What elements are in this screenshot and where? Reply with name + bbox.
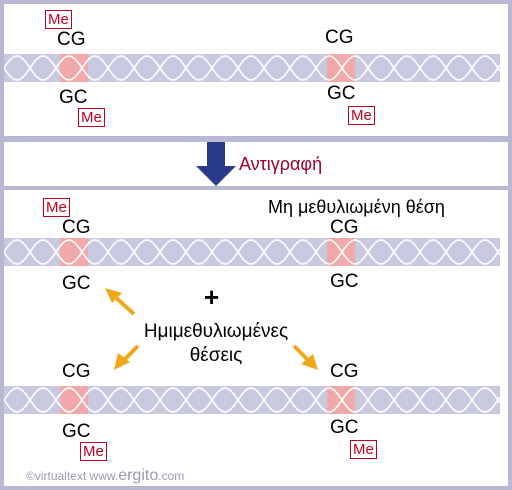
cg-label: CG	[325, 27, 354, 48]
methyl-tag: Me	[78, 108, 105, 127]
unmethylated-site-label: Μη μεθυλιωμένη θέση	[268, 197, 445, 217]
gc-label: GC	[327, 83, 356, 104]
replication-label: Αντιγραφή	[239, 154, 323, 174]
strand-a	[4, 55, 501, 81]
pointer-arrow-icon	[292, 344, 318, 370]
hemimethylated-sites-label: Ημιμεθυλιωμένες θέσεις	[116, 320, 316, 368]
methyl-tag: Me	[80, 442, 107, 461]
strand-a	[4, 239, 501, 265]
copyright-credit: ©virtualtext www.ergito.com	[26, 468, 184, 484]
methyl-tag: Me	[45, 10, 72, 29]
replication-strip: Αντιγραφή	[4, 142, 508, 186]
pointer-arrow-icon	[105, 288, 136, 316]
methyl-tag: Me	[43, 198, 70, 217]
strand-b	[4, 239, 501, 265]
hemimethylated-line1: Ημιμεθυλιωμένες	[143, 321, 289, 342]
cg-label: CG	[62, 217, 91, 238]
credit-brand: ergito	[118, 467, 159, 484]
cg-label: CG	[57, 29, 86, 50]
gc-label: GC	[330, 417, 359, 438]
parental-helix	[4, 54, 501, 82]
hemimethylated-line2: θέσεις	[189, 345, 243, 366]
strand-b	[4, 387, 501, 413]
plus-sign: +	[204, 282, 220, 312]
methyl-tag: Me	[350, 440, 377, 459]
strand-a	[4, 387, 501, 413]
gc-label: GC	[62, 421, 91, 442]
gc-label: GC	[59, 87, 88, 108]
pointer-arrow-icon	[114, 344, 140, 370]
methyl-tag: Me	[348, 106, 375, 125]
cg-label: CG	[330, 361, 359, 382]
credit-prefix: ©virtualtext www.	[26, 469, 119, 483]
daughter-dna-panel: Me CG CG Μη μεθυλιωμένη θέση GC GC + Ημι…	[4, 190, 508, 486]
replication-arrow-icon	[196, 142, 236, 186]
parental-dna-panel: Me CG CG GC Me GC Me	[4, 4, 508, 136]
strand-b	[4, 55, 501, 81]
cg-label: CG	[62, 361, 91, 382]
gc-label: GC	[62, 273, 91, 294]
credit-suffix: .com	[158, 469, 185, 483]
daughter-helices	[4, 238, 501, 414]
cg-label: CG	[330, 217, 359, 238]
gc-label: GC	[330, 271, 359, 292]
